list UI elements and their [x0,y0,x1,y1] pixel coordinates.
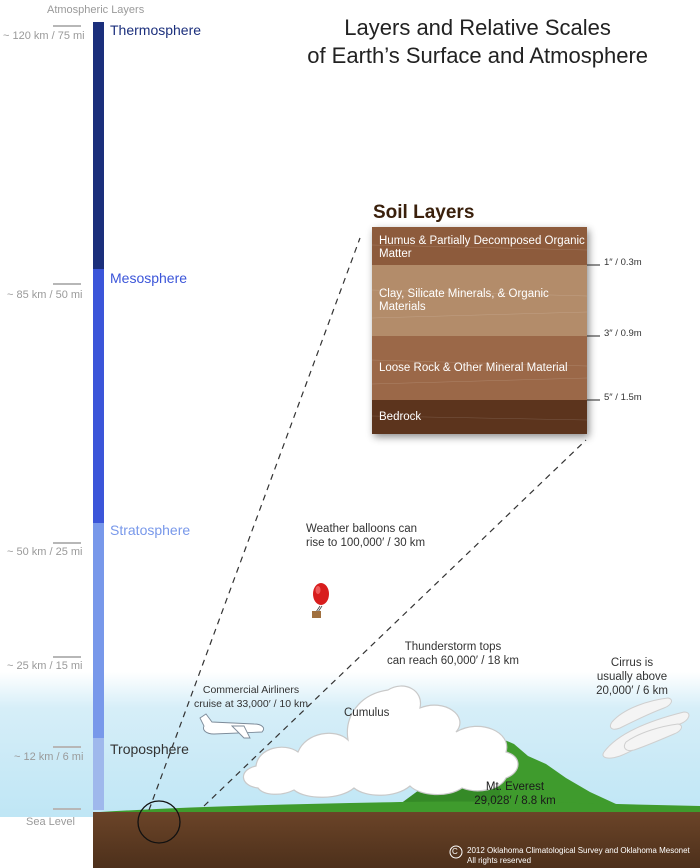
thunderstorm-note: Thunderstorm tops can reach 60,000′ / 18… [380,640,526,668]
altitude-label-50km: ~ 50 km / 25 mi [7,546,83,558]
balloon-note-line-1: Weather balloons can [306,523,418,535]
altitude-label-120km: ~ 120 km / 75 mi [3,30,85,42]
altitude-tick [53,656,81,658]
depth-label-1: 1″ / 0.3m [604,257,642,268]
altitude-tick [53,25,81,27]
grass-line [100,801,700,815]
cirrus-note-line-3: 20,000′ / 6 km [596,685,668,697]
airliner-note-line-1: Commercial Airliners [202,684,300,696]
ground [93,812,700,868]
layer-label-stratosphere: Stratosphere [110,522,191,538]
layer-label-mesosphere: Mesosphere [110,270,188,286]
thunderstorm-note-line-1: Thunderstorm tops [404,641,502,653]
altitude-label-sea-level: Sea Level [26,816,75,828]
soil-title: Soil Layers [373,202,475,223]
airliner-note-line-2: cruise at 33,000′ / 10 km [193,698,309,710]
credit-text: 2012 Oklahoma Climatological Survey and … [467,846,690,866]
bar-mesosphere [93,269,104,523]
cirrus-clouds [602,697,690,759]
altitude-label-25km: ~ 25 km / 15 mi [7,660,83,672]
zoom-line-left [148,237,361,811]
credit-line-1: 2012 Oklahoma Climatological Survey and … [467,846,690,855]
soil-layer-humus [372,227,587,265]
zoom-line-right [203,439,587,807]
copyright-symbol: C [452,847,458,856]
bar-thermosphere [93,22,104,269]
soil-label-clay: Clay, Silicate Minerals, & Organic Mater… [379,288,549,313]
cirrus-note: Cirrus is usually above 20,000′ / 6 km [582,656,682,698]
altitude-tick [53,808,81,810]
title-line-1: Layers and Relative Scales [344,15,611,40]
layer-label-thermosphere: Thermosphere [110,22,202,38]
soil-label-bedrock: Bedrock [379,411,422,423]
depth-label-2: 3″ / 0.9m [604,328,642,339]
bar-troposphere [93,738,104,810]
soil-layer-loose-rock [372,336,587,400]
everest-note-line-2: 29,028′ / 8.8 km [474,795,556,807]
cumulus-label: Cumulus [344,707,390,719]
balloon-note-line-2: rise to 100,000′ / 30 km [306,537,426,549]
altitude-label-85km: ~ 85 km / 50 mi [7,289,83,301]
soil-layer-clay [372,265,587,336]
soil-label-humus: Humus & Partially Decomposed Organic Mat… [379,235,585,260]
zoom-circle [137,800,181,844]
page-title: Layers and Relative Scales of Earth’s Su… [307,14,648,70]
everest-note-line-1: Mt. Everest [485,781,545,793]
weather-balloon [312,583,329,618]
title-line-2: of Earth’s Surface and Atmosphere [307,43,648,68]
airplane [199,713,265,739]
altitude-tick [53,542,81,544]
balloon-note: Weather balloons can rise to 100,000′ / … [306,522,425,550]
thunderstorm-note-line-2: can reach 60,000′ / 18 km [387,655,519,667]
copyright-circle [449,845,463,859]
altitude-tick [53,283,81,285]
layer-label-troposphere: Troposphere [110,741,189,757]
everest-note: Mt. Everest 29,028′ / 8.8 km [470,780,560,808]
cirrus-note-line-1: Cirrus is [610,657,654,669]
altitude-tick [53,746,81,748]
cumulus-cloud [242,685,519,798]
cirrus-note-line-2: usually above [596,671,668,683]
credit-line-2: All rights reserved [467,856,532,865]
airliner-note: Commercial Airliners cruise at 33,000′ /… [190,683,312,711]
depth-label-3: 5″ / 1.5m [604,392,642,403]
soil-layer-bedrock [372,400,587,434]
bar-stratosphere [93,523,104,738]
altitude-label-12km: ~ 12 km / 6 mi [14,751,84,763]
soil-label-loose-rock: Loose Rock & Other Mineral Material [379,362,568,374]
axis-header: Atmospheric Layers [47,4,145,16]
